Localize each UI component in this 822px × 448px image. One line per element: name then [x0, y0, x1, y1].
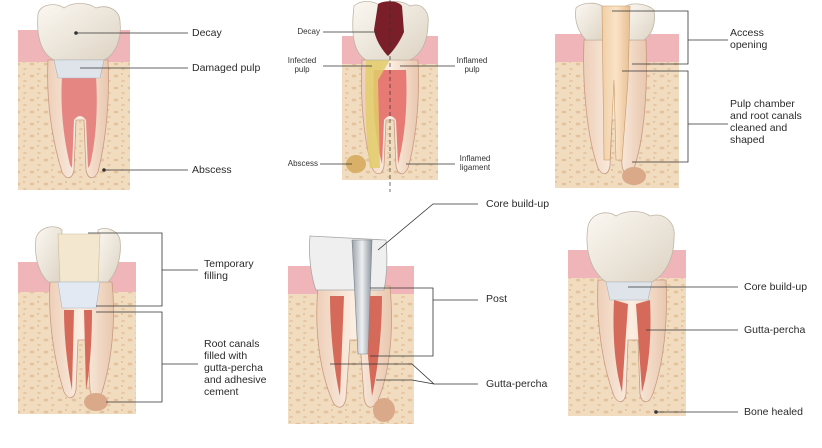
label-post: Post	[486, 293, 508, 305]
label-abscess-2: Abscess	[287, 159, 318, 168]
panel-4-tooth	[18, 226, 136, 414]
label-gutta-percha-5: Gutta-percha	[486, 378, 548, 390]
label-pulp-chamber: Pulp chamber and root canals cleaned and…	[730, 98, 802, 146]
post	[351, 239, 373, 355]
panel-4-bracket	[88, 232, 198, 403]
label-inflamed-pulp-line2: pulp	[464, 65, 480, 75]
panel-1-leaders	[76, 32, 188, 171]
core-buildup	[309, 235, 388, 291]
panel-3-bracket	[612, 10, 728, 163]
label-pulp-chamber-line2: and root canals	[730, 110, 802, 123]
label-access-opening: Access opening	[730, 27, 767, 51]
label-damaged-pulp: Damaged pulp	[192, 62, 261, 74]
label-gutta-percha-6: Gutta-percha	[744, 324, 806, 336]
label-temporary-filling: Temporary filling	[204, 258, 254, 282]
decay-marker	[74, 31, 78, 35]
label-root-canals-line1: Root canals	[204, 338, 260, 350]
label-temporary-line2: filling	[204, 270, 228, 283]
crown-right	[97, 228, 121, 283]
panel-6-tooth	[568, 211, 686, 416]
decay-cavity	[374, 1, 404, 57]
crown-right	[625, 3, 655, 41]
crown	[37, 3, 121, 61]
label-core-buildup-5: Core build-up	[486, 198, 550, 210]
label-decay-2: Decay	[297, 27, 320, 36]
panel-3-tooth	[555, 2, 679, 188]
gutta-percha	[330, 296, 382, 396]
abscess-blob	[346, 155, 366, 173]
panel-5-leaders	[330, 203, 478, 385]
label-inflamed-pulp: Inflamed pulp	[452, 56, 492, 74]
label-access-opening-line2: opening	[730, 39, 768, 52]
label-root-canals-line3: gutta-percha	[204, 362, 263, 375]
inflamed-pulp	[373, 70, 407, 164]
panel-5-tooth	[288, 235, 414, 424]
label-root-canals-line4: and adhesive	[204, 374, 267, 387]
panel-2-leaders	[320, 31, 455, 165]
label-inflamed-ligament-line1: Inflamed	[459, 154, 491, 163]
label-bone-healed: Bone healed	[744, 406, 803, 418]
panel-6-leaders	[628, 286, 738, 413]
label-infected-pulp-line2: pulp	[294, 65, 310, 75]
gutta-percha	[613, 300, 651, 392]
access-opening	[601, 5, 631, 161]
label-access-opening-line1: Access	[730, 27, 764, 39]
core-buildup	[605, 281, 653, 301]
label-root-canals-filled: Root canals filled with gutta-percha and…	[204, 338, 266, 398]
infected-pulp-region	[365, 60, 390, 168]
label-root-canals-line2: filled with	[204, 350, 248, 363]
label-pulp-chamber-line4: shaped	[730, 134, 765, 147]
label-decay: Decay	[192, 27, 222, 39]
label-pulp-chamber-line1: Pulp chamber	[730, 98, 795, 110]
bone-healed-marker	[654, 410, 658, 414]
panel-1-tooth	[18, 3, 130, 190]
abscess-blob	[84, 393, 108, 411]
label-root-canals-line5: cement	[204, 386, 239, 399]
abscess-blob	[622, 167, 646, 185]
gutta-percha	[64, 310, 92, 390]
label-infected-pulp-line1: Infected	[287, 56, 317, 65]
label-abscess: Abscess	[192, 164, 232, 176]
temporary-filling	[57, 233, 101, 283]
adhesive-cement	[57, 281, 101, 309]
damaged-pulp-chamber	[53, 59, 105, 79]
label-core-buildup-6: Core build-up	[744, 281, 808, 293]
label-inflamed-ligament: Inflamed ligament	[452, 154, 498, 172]
label-temporary-line1: Temporary	[204, 258, 254, 270]
abscess-marker	[102, 168, 106, 172]
label-inflamed-ligament-line2: ligament	[459, 163, 491, 173]
label-inflamed-pulp-line1: Inflamed	[456, 56, 488, 65]
label-pulp-chamber-line3: cleaned and	[730, 122, 788, 135]
crown	[586, 211, 675, 283]
abscess-blob	[373, 398, 395, 422]
pulp	[61, 76, 97, 168]
label-infected-pulp: Infected pulp	[282, 56, 322, 74]
